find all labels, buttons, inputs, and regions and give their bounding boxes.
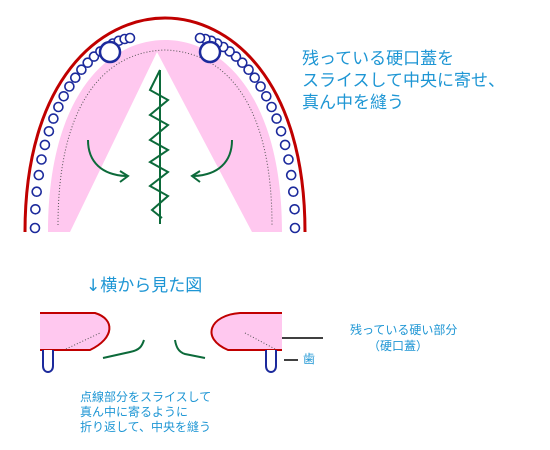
tooth xyxy=(33,169,45,181)
tooth xyxy=(64,81,75,92)
palate-shelf-left-edge xyxy=(40,312,111,351)
tooth xyxy=(53,101,64,113)
main-annotation-line: スライスして中央に寄せ、 xyxy=(302,71,505,91)
tooth xyxy=(194,32,206,44)
palate-shelf-left xyxy=(40,313,110,350)
tooth xyxy=(30,204,41,215)
tooth xyxy=(266,101,277,113)
palate-top-view xyxy=(23,16,307,234)
tooth xyxy=(287,186,299,197)
tooth-side-left xyxy=(42,350,54,373)
side-view-title: ↓横から見た図 xyxy=(86,276,203,296)
tooth xyxy=(29,222,41,234)
tooth-large-right xyxy=(198,40,222,64)
palate-side-view xyxy=(40,312,323,373)
tooth xyxy=(255,81,266,92)
hard-palate-label: 残っている硬い部分 （硬口蓋） xyxy=(350,322,457,354)
main-annotation: 残っている硬口蓋を スライスして中央に寄せ、 真ん中を縫う xyxy=(302,48,505,114)
palate-shelf-right xyxy=(211,313,282,350)
tooth xyxy=(70,72,81,83)
dental-arch-band xyxy=(25,18,305,232)
tooth xyxy=(289,222,301,234)
fold-arrow-left xyxy=(87,139,127,177)
tooth-label: 歯 xyxy=(303,352,316,366)
palate-shelf-left-dots xyxy=(65,332,101,350)
tooth xyxy=(285,169,297,181)
hard-palate-label-line: 残っている硬い部分 xyxy=(350,323,458,337)
bottom-annotation-line: 真ん中に寄るように xyxy=(80,405,189,419)
gum-line xyxy=(23,16,307,233)
tooth xyxy=(36,154,47,165)
main-annotation-line: 真ん中を縫う xyxy=(302,93,404,113)
tooth xyxy=(283,154,294,165)
tooth xyxy=(237,57,248,69)
side-fold-arrow-left xyxy=(102,339,145,359)
tooth xyxy=(243,64,254,75)
tooth xyxy=(279,139,291,151)
tooth xyxy=(76,64,87,75)
bottom-annotation-line: 折り返して、中央を縫う xyxy=(80,420,212,434)
tooth-large-left xyxy=(98,40,122,64)
tooth xyxy=(82,57,93,69)
fold-arrow-left-head xyxy=(119,170,130,183)
main-annotation-line: 残っている硬口蓋を xyxy=(302,49,455,69)
suture-zigzag xyxy=(148,69,170,219)
tooth xyxy=(289,204,300,215)
incision-dotted-line xyxy=(57,49,273,226)
tooth-side-right xyxy=(265,350,277,373)
tooth xyxy=(43,126,55,137)
bottom-annotation: 点線部分をスライスして 真ん中に寄るように 折り返して、中央を縫う xyxy=(80,390,211,435)
tooth xyxy=(48,113,59,124)
tooth xyxy=(124,32,136,44)
tooth xyxy=(271,113,282,124)
hard-palate-label-line: （硬口蓋） xyxy=(368,339,429,353)
side-fold-arrow-right xyxy=(174,339,206,359)
tooth xyxy=(249,72,260,83)
tooth xyxy=(58,91,70,102)
tooth xyxy=(275,126,287,137)
tooth xyxy=(39,139,51,151)
tooth xyxy=(31,186,43,197)
fold-arrow-right-head xyxy=(190,170,201,183)
bottom-annotation-line: 点線部分をスライスして xyxy=(80,390,212,404)
tooth xyxy=(260,91,272,102)
fold-arrow-right xyxy=(193,139,233,177)
palate-shelf-right-edge xyxy=(210,312,282,351)
